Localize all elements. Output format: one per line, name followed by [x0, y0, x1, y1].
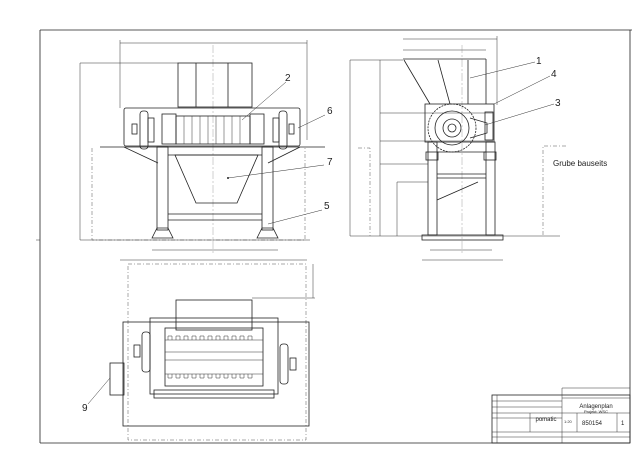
front-view: [79, 40, 326, 261]
callout-6: 6: [327, 106, 333, 117]
scale-text: 1:20: [564, 419, 573, 424]
wheel-left: [139, 110, 149, 150]
callout-9: 9: [82, 403, 88, 414]
title-block: [491, 387, 631, 444]
project-text: Projekt: WSC: [584, 409, 608, 414]
sheet-number: 1: [621, 421, 625, 427]
callout-1: 1: [536, 56, 542, 67]
side-view: [349, 36, 566, 261]
company-text: pomatic: [535, 417, 556, 423]
title-text: Anlagenplan: [579, 404, 612, 410]
top-view: [87, 263, 315, 441]
control-box: [109, 362, 125, 396]
callout-5: 5: [324, 201, 330, 212]
callout-3: 3: [555, 98, 561, 109]
callout-4: 4: [551, 69, 557, 80]
wheel-right: [278, 110, 288, 150]
drawing-frame: [36, 29, 632, 444]
callout-2: 2: [285, 73, 291, 84]
callout-7: 7: [327, 157, 333, 168]
drawing-number: 850154: [582, 421, 603, 427]
pit-note: Grube bauseits: [553, 159, 607, 168]
